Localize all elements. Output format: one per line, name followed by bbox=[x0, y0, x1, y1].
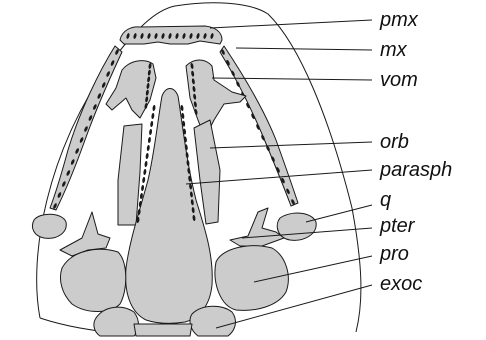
tooth bbox=[145, 153, 149, 159]
leader-orb bbox=[210, 142, 372, 148]
label-pro: pro bbox=[379, 243, 409, 265]
leader-q bbox=[306, 205, 372, 222]
label-orb: orb bbox=[380, 131, 409, 153]
label-parasph: parasph bbox=[379, 159, 452, 181]
leader-pmx bbox=[210, 20, 372, 28]
label-pmx: pmx bbox=[379, 9, 419, 31]
tooth bbox=[141, 185, 145, 191]
labels: pmx mx vom orb parasph q pter pro exoc bbox=[379, 9, 452, 295]
quadrate-left bbox=[32, 214, 66, 238]
tooth bbox=[148, 137, 152, 143]
tooth bbox=[142, 177, 146, 183]
label-mx: mx bbox=[380, 39, 408, 61]
occipital-base bbox=[134, 324, 192, 336]
quadrate-right bbox=[277, 213, 316, 240]
tooth bbox=[143, 169, 147, 175]
pterygoid-right bbox=[230, 208, 284, 246]
tooth bbox=[150, 121, 154, 127]
tooth bbox=[152, 105, 156, 111]
label-q: q bbox=[380, 189, 391, 211]
leader-mx bbox=[236, 48, 372, 50]
label-vom: vom bbox=[380, 69, 418, 91]
tooth bbox=[144, 161, 148, 167]
tooth bbox=[180, 105, 184, 111]
tooth bbox=[146, 145, 150, 151]
label-pter: pter bbox=[379, 215, 416, 237]
orbitosphenoid-left bbox=[118, 124, 142, 225]
label-exoc: exoc bbox=[380, 273, 422, 295]
tooth bbox=[151, 113, 155, 119]
prootic-right bbox=[215, 246, 288, 311]
prootic-left bbox=[60, 249, 125, 311]
tooth bbox=[149, 129, 153, 135]
exoccipital-right bbox=[190, 306, 235, 336]
